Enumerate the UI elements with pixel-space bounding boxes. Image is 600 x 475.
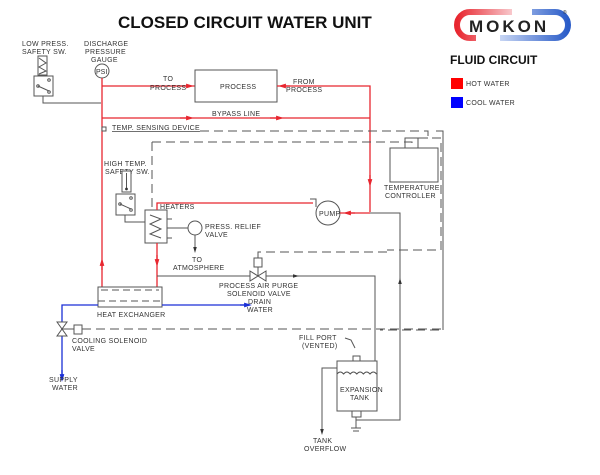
controller-label-1: TEMPERATURE [384,185,440,192]
cooling-solenoid-label-1: COOLING SOLENOID [72,338,147,345]
temperature-controller [389,147,439,183]
supply-label-2: WATER [52,385,78,392]
mokon-logo: MOKON ® [454,9,571,41]
temp-sensor-icon [101,126,107,132]
legend-label-cool: COOL WATER [466,100,515,107]
air-purge-line [157,275,376,372]
heater-to-pump-line [156,202,313,210]
pump-icon: PUMP [310,198,341,226]
legend-title: FLUID CIRCUIT [450,53,538,67]
drain-label-1: DRAIN [248,299,271,306]
gauge-label-2: PRESSURE [85,49,126,56]
expansion-tank [336,360,378,412]
tank-return-line [356,212,401,421]
legend-swatch-hot [451,78,463,89]
low-press-label-2: SAFETY SW. [22,49,67,56]
press-relief-valve [187,220,203,236]
water-level-icon [336,371,377,375]
process-label: PROCESS [220,84,256,91]
to-process-label-1: TO [163,76,173,83]
controller-label-2: CONTROLLER [385,193,436,200]
fill-port-label-2: (VENTED) [302,343,337,350]
cooling-solenoid-valve [56,321,443,337]
low-press-safety-switch [33,55,101,104]
relief-label-2: VALVE [205,232,228,239]
legend-label-hot: HOT WATER [466,81,510,88]
atmosphere-label-2: ATMOSPHERE [173,265,225,272]
air-purge-label-1: PROCESS AIR PURGE [219,283,298,290]
pump-label: PUMP [319,211,340,218]
heaters-icon [144,209,172,244]
overflow-line [320,367,337,435]
logo-text: MOKON [469,17,549,36]
logo-registered: ® [563,9,567,16]
relief-label-1: PRESS. RELIEF [205,224,261,231]
low-press-label-1: LOW PRESS. [22,41,69,48]
controller-signal-line [152,141,413,150]
overflow-label-1: TANK [313,438,332,445]
high-temp-label-1: HIGH TEMP. [104,161,147,168]
air-purge-solenoid-valve [249,251,387,282]
air-purge-label-2: SOLENOID VALVE [227,291,291,298]
heat-exchanger [97,286,163,308]
gauge-label-1: DISCHARGE [84,41,128,48]
pressure-gauge-icon: PSI [94,63,110,79]
bypass-label: BYPASS LINE [212,111,260,118]
from-process-line [277,85,371,212]
heat-exchanger-label: HEAT EXCHANGER [97,312,166,319]
fill-port-label-1: FILL PORT [299,335,337,342]
tank-label-2: TANK [350,395,369,402]
legend: FLUID CIRCUIT HOT WATER COOL WATER [450,53,538,108]
temp-sensing-label: TEMP. SENSING DEVICE [112,125,200,132]
fill-port-icon [352,355,361,362]
cooling-solenoid-label-2: VALVE [72,346,95,353]
from-process-label-1: FROM [293,79,315,86]
supply-label-1: SUPPLY [49,377,78,384]
sensor-signal-line [200,130,429,138]
from-process-label-2: PROCESS [286,87,322,94]
heaters-label: HEATERS [160,204,195,211]
to-process-label-2: PROCESS [150,85,186,92]
gauge-symbol: PSI [96,69,107,76]
high-temp-safety-switch [115,170,145,223]
page-title: CLOSED CIRCUIT WATER UNIT [118,13,372,32]
tank-label-1: EXPANSION [340,387,383,394]
atmosphere-label-1: TO [192,257,202,264]
overflow-label-2: OVERFLOW [304,446,347,453]
legend-swatch-cool [451,97,463,108]
drain-label-2: WATER [247,307,273,314]
gauge-label-3: GAUGE [91,57,118,64]
supply-water-line [61,304,98,380]
